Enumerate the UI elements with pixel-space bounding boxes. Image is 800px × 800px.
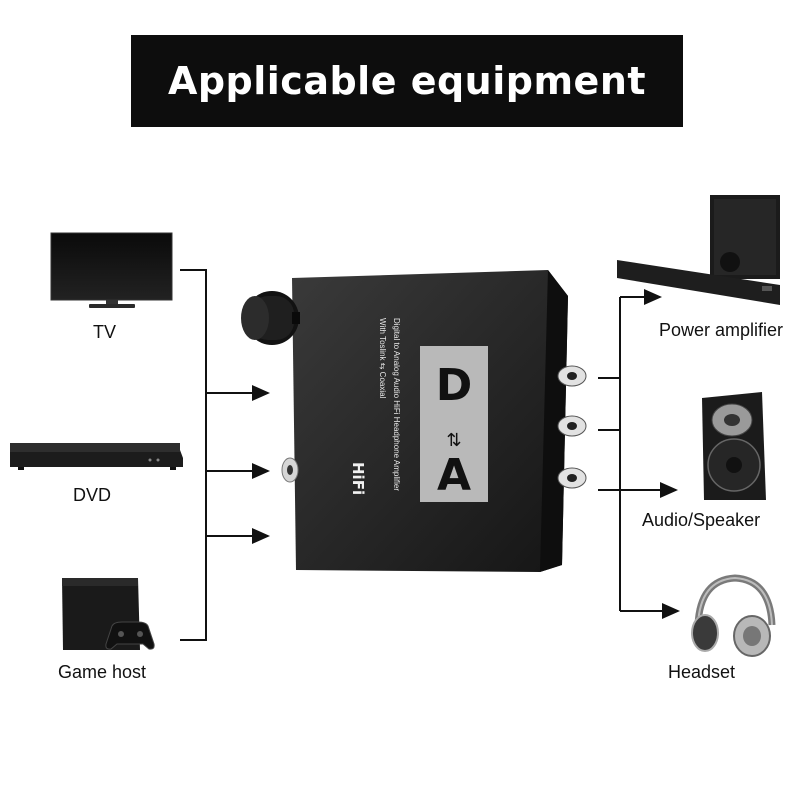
speaker-icon	[702, 392, 766, 500]
label-power-amplifier: Power amplifier	[659, 320, 784, 340]
device-brand: HiFi	[349, 462, 367, 495]
label-dvd: DVD	[73, 485, 112, 505]
output-connector-lines	[598, 289, 680, 619]
label-tv: TV	[93, 322, 117, 342]
logo-letter-d: D	[436, 360, 473, 411]
volume-knob-icon	[241, 291, 300, 345]
label-audio-speaker: Audio/Speaker	[642, 510, 761, 530]
dvd-player-icon	[10, 443, 183, 470]
soundbar-subwoofer-icon	[617, 195, 780, 305]
input-connector-lines	[180, 269, 270, 641]
logo-letter-a: A	[437, 450, 471, 501]
label-headset: Headset	[668, 662, 736, 682]
device-text-line2: With Toslink ⇆ Coaxial	[378, 318, 387, 399]
label-game-host: Game host	[58, 662, 147, 682]
page-title: Applicable equipment	[167, 59, 647, 103]
svg-text:⇅: ⇅	[446, 430, 461, 451]
optical-port-icon	[281, 457, 299, 483]
title-banner: Applicable equipment	[131, 35, 683, 127]
headphones-icon	[691, 574, 776, 657]
rca-jacks-icon	[557, 365, 587, 489]
dac-device: D ⇅ A Digital to Analog Audio HiFi Headp…	[241, 270, 587, 572]
game-console-icon	[62, 578, 155, 650]
tv-icon	[50, 232, 173, 308]
device-text-line1: Digital to Analog Audio HiFi Headphone A…	[392, 318, 401, 491]
